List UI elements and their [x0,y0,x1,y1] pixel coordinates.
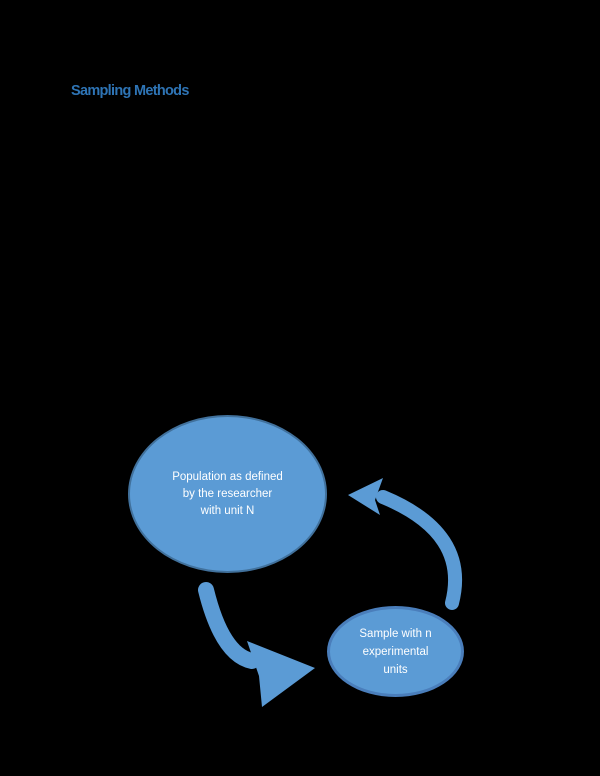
curved-arrow-up-head [348,478,383,515]
curved-arrow-up-icon [348,478,463,610]
sample-node: Sample with n experimental units [327,606,464,697]
curved-arrow-up-body [376,490,463,610]
population-node-label: Population as defined by the researcher … [172,470,283,517]
curved-arrow-down-body [198,582,260,669]
population-node: Population as defined by the researcher … [128,415,327,573]
curved-arrow-down-head [247,641,315,707]
sample-node-label: Sample with n experimental units [359,627,432,676]
page-title: Sampling Methods [71,83,189,99]
curved-arrow-down-icon [198,582,315,707]
